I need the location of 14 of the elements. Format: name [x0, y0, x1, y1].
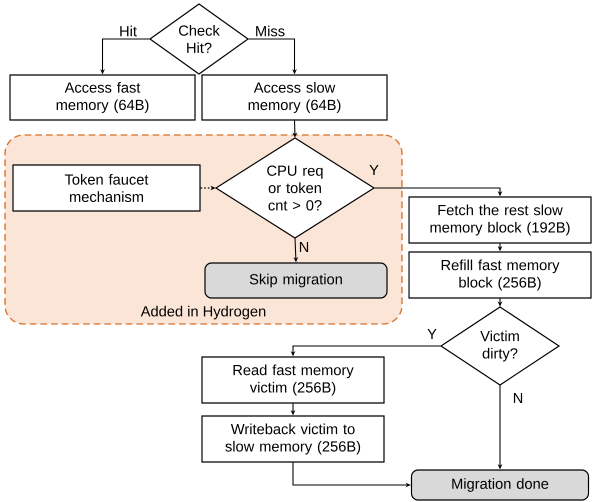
- process-box: Access fast memory (64B): [9, 74, 196, 121]
- terminal-box: Skip migration: [204, 262, 388, 299]
- process-box: Access slow memory (64B): [201, 74, 388, 121]
- edge-label: N: [300, 242, 308, 252]
- process-box: Fetch the rest slow memory block (192B): [408, 196, 592, 244]
- process-box: Read fast memory victim (256B): [201, 356, 385, 404]
- process-box: Writeback victim to slow memory (256B): [201, 415, 385, 463]
- edge-label: Miss: [256, 26, 285, 36]
- edge-label: N: [514, 392, 522, 404]
- edge-label: Hit: [120, 26, 137, 36]
- process-box: Refill fast memory block (256B): [408, 251, 592, 299]
- process-box: Token faucet mechanism: [12, 164, 201, 212]
- terminal-box: Migration done: [410, 469, 590, 501]
- edge-label: Y: [427, 328, 437, 340]
